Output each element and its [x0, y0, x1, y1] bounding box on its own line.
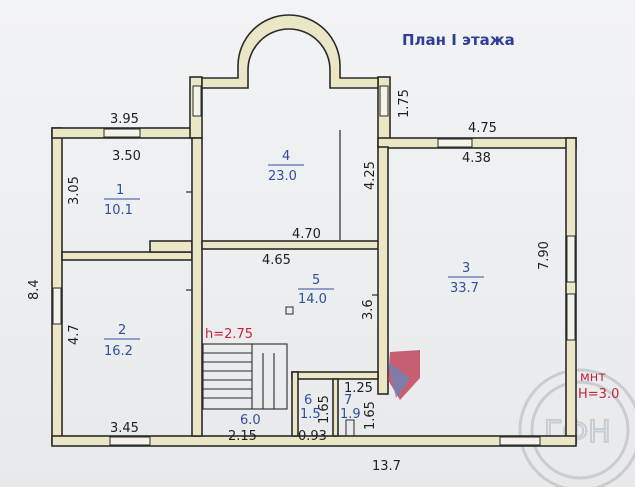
dim-4-25: 4.25 [363, 161, 378, 190]
dimensions: 3.95 3.50 3.05 8.4 4.7 3.45 1.75 4.25 4.… [27, 89, 552, 474]
room-labels: 1 10.1 2 16.2 3 33.7 4 23.0 5 14.0 6 1.5… [104, 149, 484, 428]
dim-3-45: 3.45 [110, 421, 139, 436]
room-4-area: 23.0 [268, 169, 297, 184]
dim-1-65a: 1.65 [317, 395, 332, 424]
red-annotation: мнт Н=3.0 [578, 370, 619, 402]
room-5-area: 14.0 [298, 292, 327, 307]
plan-title: План I этажа [402, 31, 515, 49]
dim-7-90: 7.90 [537, 241, 552, 270]
room-2-number: 2 [118, 323, 126, 338]
room-7-number: 7 [344, 393, 352, 408]
inner-walls [61, 137, 389, 437]
dim-2-15: 2.15 [228, 429, 257, 444]
dim-4-7-left: 4.7 [67, 324, 82, 345]
dim-3-6: 3.6 [361, 299, 376, 320]
room-6-area: 1.5 [300, 407, 321, 422]
plan-details [186, 130, 378, 437]
shaded-patch [388, 350, 420, 400]
dim-8-4: 8.4 [27, 279, 42, 300]
ceiling-height: h=2.75 [205, 327, 253, 342]
room-7-area: 1.9 [340, 407, 361, 422]
dim-1-25: 1.25 [344, 381, 373, 396]
room-4-number: 4 [282, 149, 290, 164]
dim-1-65b: 1.65 [363, 401, 378, 430]
staircase [202, 343, 288, 410]
room-stair-number: 6.0 [240, 413, 261, 428]
dim-4-75: 4.75 [468, 121, 497, 136]
room-6-number: 6 [304, 393, 312, 408]
windows [52, 85, 576, 446]
dim-4-65: 4.65 [262, 253, 291, 268]
dim-3-95: 3.95 [110, 112, 139, 127]
dim-0-93: 0.93 [298, 429, 327, 444]
dim-4-70: 4.70 [292, 227, 321, 242]
room-5-number: 5 [312, 273, 320, 288]
room-1-area: 10.1 [104, 203, 133, 218]
annotation-line2: Н=3.0 [578, 387, 619, 402]
annotation-line1: мнт [580, 370, 606, 385]
room-3-area: 33.7 [450, 281, 479, 296]
room-3-number: 3 [462, 261, 470, 276]
room-2-area: 16.2 [104, 344, 133, 359]
dim-13-7: 13.7 [372, 459, 401, 474]
dim-3-50: 3.50 [112, 149, 141, 164]
dim-3-05: 3.05 [67, 176, 82, 205]
dim-4-38: 4.38 [462, 151, 491, 166]
room-1-number: 1 [116, 183, 124, 198]
dim-1-75: 1.75 [397, 89, 412, 118]
